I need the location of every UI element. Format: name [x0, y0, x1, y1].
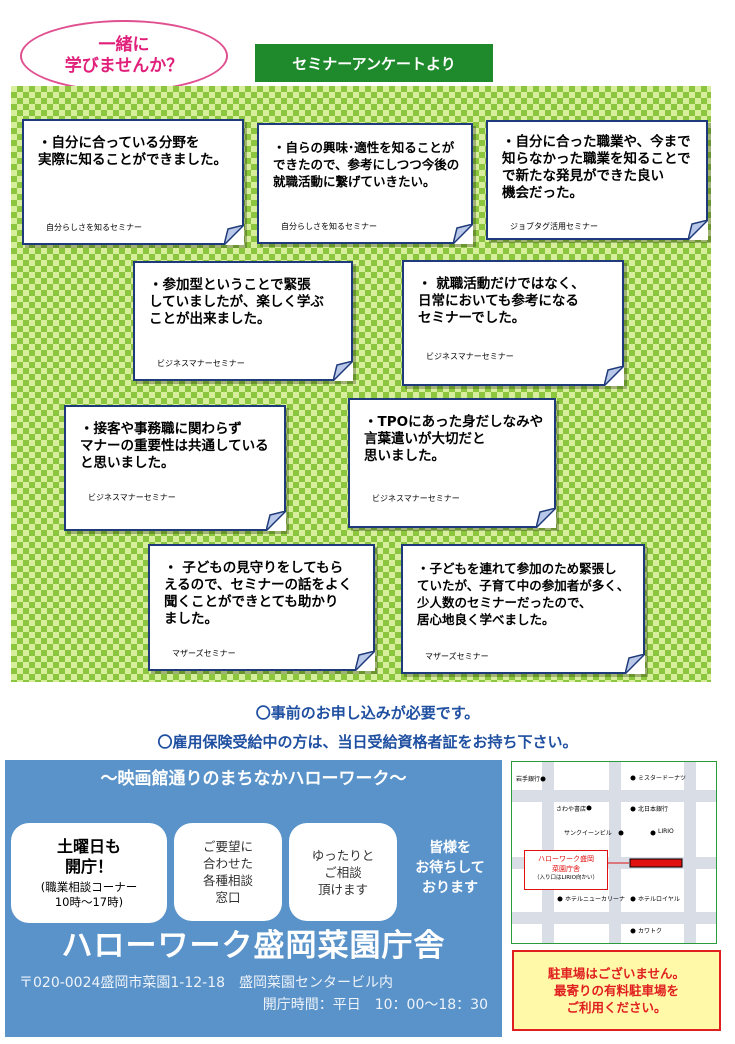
note-text: ・自分に合っている分野を 実際に知ることができました。	[38, 135, 227, 168]
note-seminar: マザーズセミナー	[425, 652, 489, 661]
note-seminar: ジョブタグ活用セミナー	[510, 222, 598, 231]
folded-corner-icon	[604, 366, 624, 386]
map-label-lirio: LIRIO	[658, 828, 674, 835]
welcome-text: 皆様を お待ちして おります	[415, 840, 485, 896]
feedback-note: ・自分に合った職業や、今まで 知らなかった職業を知ることで で新たな発見ができた…	[486, 120, 708, 240]
office-title: ハローワーク盛岡菜園庁舎	[61, 928, 446, 964]
map-label-sawaya-shoten: さわや書店	[556, 806, 587, 813]
folded-corner-icon	[453, 224, 473, 244]
parking-line3: ご利用ください。	[566, 1000, 667, 1015]
map-label-hotel-royal: ホテルロイヤル	[638, 896, 680, 903]
feedback-note: ・子どもを連れて参加のため緊張し ていたが、子育て中の参加者が多く、 少人数のセ…	[401, 544, 645, 674]
note-text: ・TPOにあった身だしなみや 言葉遣いが大切だと 思いました。	[364, 414, 544, 464]
notice-reservation: 〇事前のお申し込みが必要です。	[255, 704, 480, 722]
note-text: ・ 子どもの見守りをしてもら えるので、セミナーの話をよく 聞くことができとても…	[164, 560, 353, 627]
folded-corner-icon	[333, 361, 353, 381]
map-label-hotel-new-carina: ホテルニューカリーナ	[565, 896, 626, 903]
note-seminar: 自分らしさを知るセミナー	[281, 222, 377, 231]
map-label-iwate-bank: 岩手銀行	[516, 776, 541, 783]
relaxed-consult-text: ゆったりと ご相談 頂けます	[311, 847, 375, 897]
parking-line2: 最寄りの有料駐車場を	[553, 983, 679, 998]
folded-corner-icon	[355, 651, 375, 671]
office-hours: 開庁時間：平日 10：00～18：30	[262, 997, 488, 1013]
folded-corner-icon	[266, 511, 286, 531]
notice-insurance: 〇雇用保険受給中の方は、当日受給資格者証をお持ち下さい。	[157, 733, 578, 751]
callout-line1: ハローワーク盛岡	[538, 855, 594, 863]
callout-line3: （入り口はLIRIO向かい）	[534, 875, 598, 881]
note-text: ・接客や事務職に関わらず マナーの重要性は共通している と思いました。	[80, 421, 269, 471]
map-label-kitanihon-bank: 北日本銀行	[638, 806, 669, 813]
feedback-note: ・ 子どもの見守りをしてもら えるので、セミナーの話をよく 聞くことができとても…	[148, 544, 375, 671]
saturday-title: 土曜日も 開庁！	[56, 836, 121, 876]
office-info-panel: ～映画館通りのまちなかハローワーク～ 土曜日も 開庁！ (職業相談コーナー 10…	[5, 760, 502, 1037]
note-seminar: ビジネスマナーセミナー	[88, 493, 176, 502]
map-label-sun-queen-building: サンクイーンビル	[564, 830, 612, 837]
saturday-bubble: 土曜日も 開庁！ (職業相談コーナー 10時～17時)	[11, 823, 167, 923]
access-map: 岩手銀行 ミスタードーナツ さわや書店 北日本銀行 サンクイーンビル LIRIO…	[511, 761, 717, 944]
folded-corner-icon	[224, 225, 244, 245]
note-seminar: ビジネスマナーセミナー	[157, 359, 245, 368]
relaxed-consult-bubble: ゆったりと ご相談 頂けます	[289, 823, 397, 921]
feedback-note: ・ 就職活動だけではなく、 日常においても参考になる セミナーでした。 ビジネス…	[402, 260, 624, 386]
feedback-note: ・接客や事務職に関わらず マナーの重要性は共通している と思いました。 ビジネス…	[64, 405, 286, 531]
panel-heading: ～映画館通りのまちなかハローワーク～	[100, 769, 407, 789]
feedback-note: ・自分に合っている分野を 実際に知ることができました。 自分らしさを知るセミナー	[22, 119, 244, 245]
saturday-sub: (職業相談コーナー 10時～17時)	[40, 879, 138, 909]
consult-window-bubble: ご要望に 合わせた 各種相談 窓口	[174, 823, 282, 921]
note-text: ・子どもを連れて参加のため緊張し ていたが、子育て中の参加者が多く、 少人数のセ…	[417, 561, 630, 627]
feedback-note: ・自らの興味･適性を知ることが できたので、参考にしつつ今後の 就職活動に繋げて…	[257, 123, 473, 244]
office-address: 〒020-0024盛岡市菜園1-12-18 盛岡菜園センタービル内	[19, 975, 394, 991]
parking-line1: 駐車場はございません。	[547, 966, 686, 981]
note-text: ・自分に合った職業や、今まで 知らなかった職業を知ることで で新たな発見ができた…	[502, 134, 691, 201]
note-seminar: ビジネスマナーセミナー	[426, 352, 514, 361]
note-seminar: マザーズセミナー	[172, 649, 236, 658]
office-callout: ハローワーク盛岡 菜園庁舎 （入り口はLIRIO向かい）	[524, 850, 608, 890]
oval-line1: 一緒に	[98, 35, 150, 55]
feedback-note: ・参加型ということで緊張 していましたが、楽しく学ぶ ことが出来ました。 ビジネ…	[133, 261, 353, 381]
invite-oval: 一緒に 学びませんか？	[20, 20, 228, 92]
note-text: ・ 就職活動だけではなく、 日常においても参考になる セミナーでした。	[418, 276, 585, 326]
oval-line2: 学びませんか？	[64, 56, 184, 76]
note-seminar: 自分らしさを知るセミナー	[46, 223, 142, 232]
folded-corner-icon	[625, 654, 645, 674]
parking-notice: 駐車場はございません。 最寄りの有料駐車場を ご利用ください。	[512, 950, 721, 1031]
note-seminar: ビジネスマナーセミナー	[372, 494, 460, 503]
folded-corner-icon	[536, 508, 556, 528]
map-label-kawatoku: カワトク	[638, 928, 663, 935]
note-text: ・参加型ということで緊張 していましたが、楽しく学ぶ ことが出来ました。	[149, 277, 324, 327]
folded-corner-icon	[688, 220, 708, 240]
consult-window-text: ご要望に 合わせた 各種相談 窓口	[202, 839, 253, 905]
map-label-mister-donut: ミスタードーナツ	[638, 775, 687, 782]
note-text: ・自らの興味･適性を知ることが できたので、参考にしつつ今後の 就職活動に繋げて…	[273, 140, 460, 189]
survey-label: セミナーアンケートより	[255, 44, 493, 82]
feedback-note: ・TPOにあった身だしなみや 言葉遣いが大切だと 思いました。 ビジネスマナーセ…	[348, 398, 556, 528]
callout-line2: 菜園庁舎	[552, 865, 580, 873]
